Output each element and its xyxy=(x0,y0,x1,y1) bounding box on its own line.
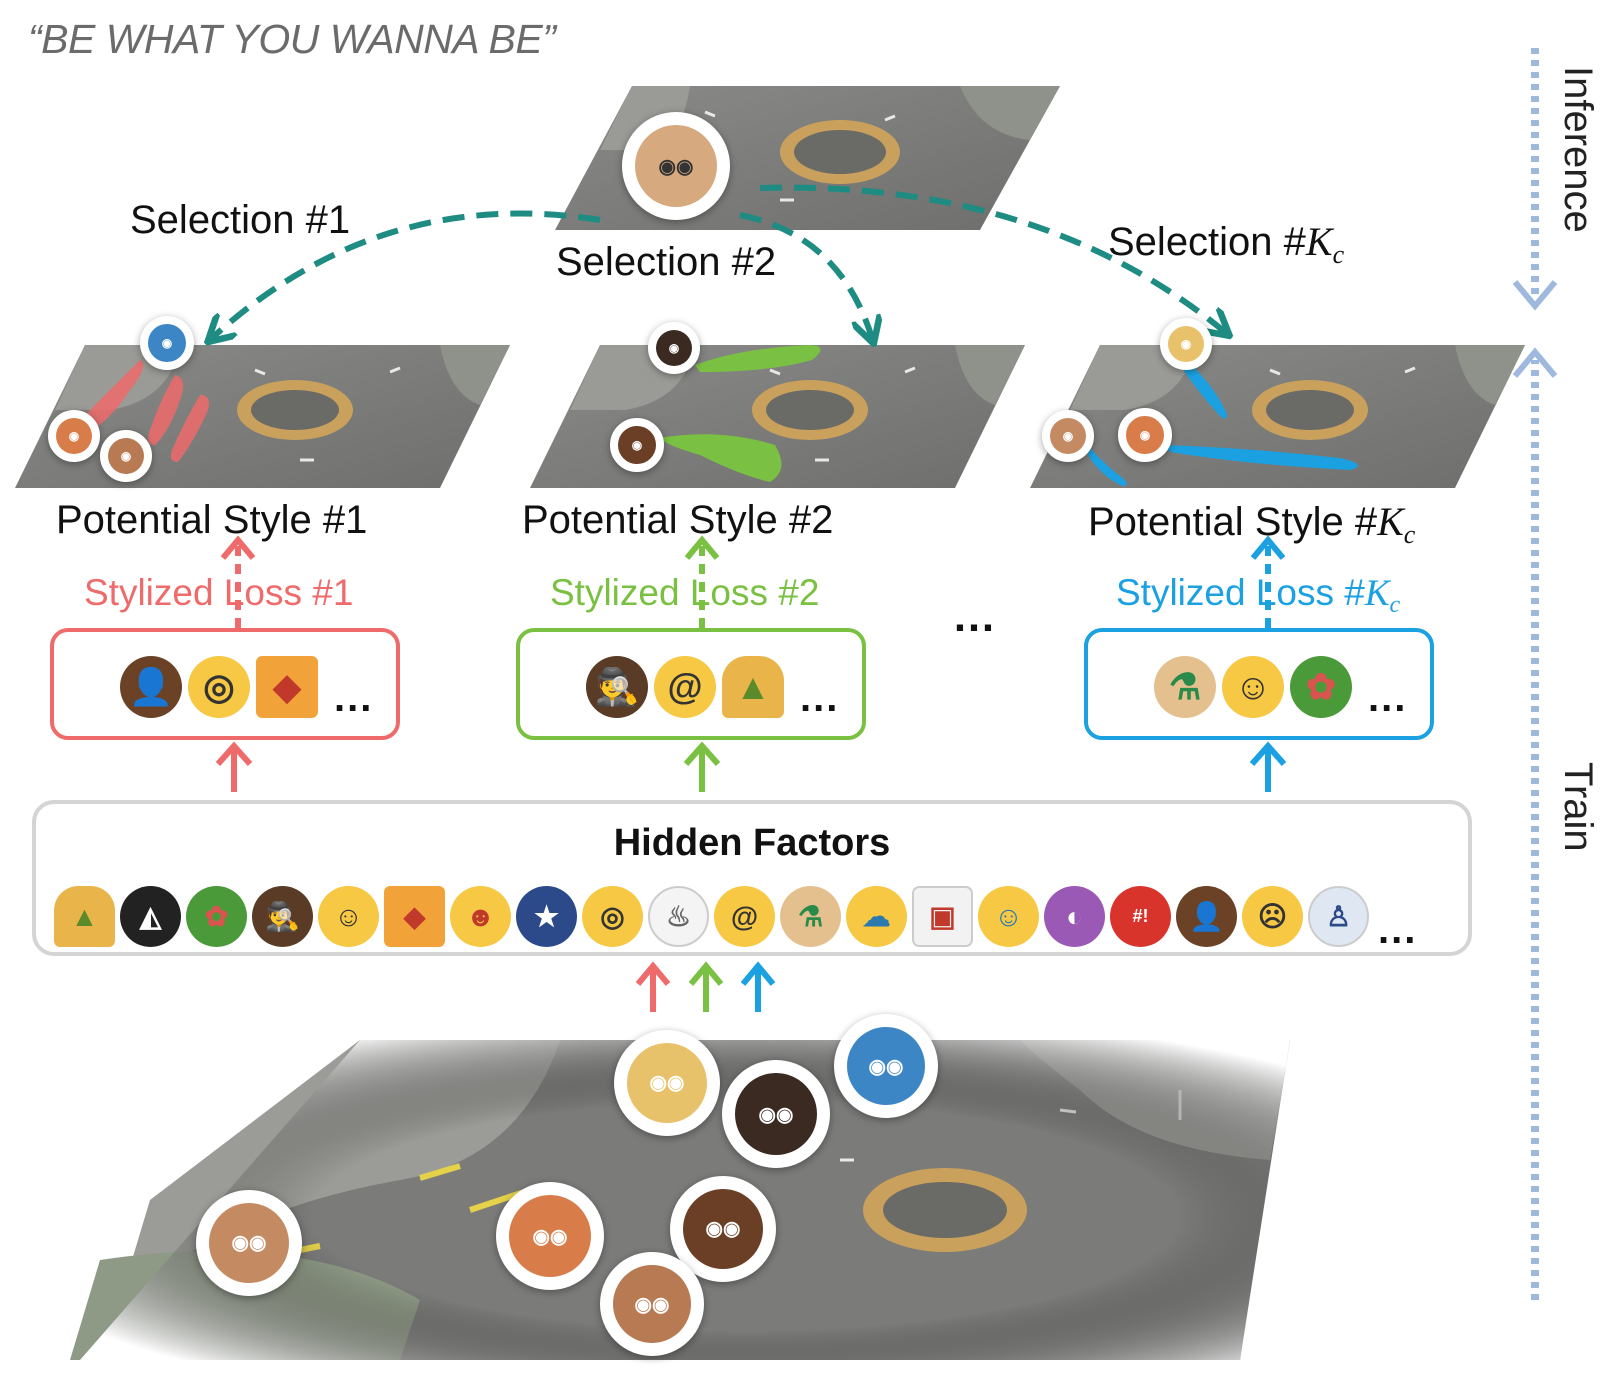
train-label: Train xyxy=(1556,762,1600,852)
sleepy-face-icon: ☁ xyxy=(846,886,907,947)
selection-arrow-1 xyxy=(212,210,601,338)
nerd-face-icon: ◎ xyxy=(582,886,643,947)
blue-hat-avatar-icon: ◉ xyxy=(140,316,194,370)
selection-2-label: Selection #2 xyxy=(556,240,777,284)
tagline: “BE WHAT YOU WANNA BE” xyxy=(28,16,556,62)
blonde-avatar-icon: ◉◉ xyxy=(614,1030,720,1136)
trajectories-red xyxy=(84,360,209,462)
red-hair-avatar-icon: ◉◉ xyxy=(496,1182,604,1290)
stylized-loss-1-label: Stylized Loss #1 xyxy=(84,572,354,613)
hidden-factors-title: Hidden Factors xyxy=(613,822,891,864)
bun-woman-avatar-icon: ◉ xyxy=(1042,410,1094,462)
bald-man-avatar-icon: ◉◉ xyxy=(670,1176,776,1282)
hijab-woman-icon: ◐ xyxy=(1044,886,1105,947)
office-worker-icon: ♙ xyxy=(1308,886,1369,947)
style-box-red-ellipsis: ... xyxy=(334,676,374,720)
pizza-icon: ◆ xyxy=(384,886,445,947)
loss-arrow-green xyxy=(684,535,720,628)
dizzy-face-icon: @ xyxy=(714,886,775,947)
cursing-face-icon: #! xyxy=(1110,886,1171,947)
bun-woman-avatar-icon: ◉◉ xyxy=(196,1190,302,1296)
dreadlocks-avatar-icon: ◉ xyxy=(648,322,700,374)
potential-style-k-label: Potential Style #Kc xyxy=(1088,499,1416,549)
zany-face-icon: ☻ xyxy=(450,886,511,947)
scientist-icon: ⚗ xyxy=(1154,655,1216,718)
salad-icon: ✿ xyxy=(186,886,247,947)
dreadlocks-avatar-icon: ◉◉ xyxy=(722,1060,830,1168)
police-officer-icon: ★ xyxy=(516,886,577,947)
technologist-icon: 👤 xyxy=(1176,886,1237,947)
drooling-face-icon: ☺ xyxy=(978,886,1039,947)
factor-arrow-blue xyxy=(1249,741,1287,792)
cook-icon: ♨ xyxy=(648,886,709,947)
factor-arrow-green xyxy=(683,741,721,792)
trajectories-green xyxy=(660,345,821,482)
graduate-icon: ◭ xyxy=(120,886,181,947)
loss-arrow-blue xyxy=(1250,535,1286,628)
boy-avatar-icon: ◉ xyxy=(100,430,152,482)
selection-k-label: Selection #Kc xyxy=(1108,219,1345,269)
inference-label: Inference xyxy=(1556,66,1600,233)
inference-arrow xyxy=(1512,48,1558,311)
hidden-factors-row: ▲ ◭ ✿ 🕵 ☺ ◆ ☻ ★ ◎ ♨ @ ⚗ ☁ ▣ ☺ ◐ #! 👤 ☹ ♙… xyxy=(54,880,1417,953)
nerd-face-icon: ◎ xyxy=(188,655,250,718)
train-arrow xyxy=(1512,347,1558,1300)
mohawk-avatar-icon: ◉◉ xyxy=(622,112,730,220)
smiling-face-icon: ☺ xyxy=(318,886,379,947)
potential-style-1-label: Potential Style #1 xyxy=(56,498,368,542)
dizzy-face-icon: @ xyxy=(654,655,716,718)
stylized-loss-k-label: Stylized Loss #Kc xyxy=(1116,572,1401,618)
style-box-green-ellipsis: ... xyxy=(800,676,840,720)
taco-icon: ▲ xyxy=(54,886,115,947)
technologist-icon: 👤 xyxy=(120,655,182,718)
trajectories-blue xyxy=(1088,360,1358,486)
between-styles-ellipsis: … xyxy=(952,592,998,641)
stylized-loss-2-label: Stylized Loss #2 xyxy=(550,572,820,613)
selection-arrow-3 xyxy=(759,184,1225,332)
bald-man-avatar-icon: ◉ xyxy=(610,418,664,472)
pizza-icon: ◆ xyxy=(256,655,318,718)
hidden-factors-box: Hidden Factors ▲ ◭ ✿ 🕵 ☺ ◆ ☻ ★ ◎ ♨ @ ⚗ ☁… xyxy=(32,800,1472,956)
red-hair-avatar-icon: ◉ xyxy=(48,410,100,462)
style-box-red: 👤 ◎ ◆ ... xyxy=(50,628,400,740)
salad-icon: ✿ xyxy=(1290,655,1352,718)
detective-icon: 🕵 xyxy=(252,886,313,947)
scientist-icon: ⚗ xyxy=(780,886,841,947)
taco-icon: ▲ xyxy=(722,655,784,718)
hidden-factors-ellipsis: ... xyxy=(1378,908,1418,952)
red-hair-avatar-icon: ◉ xyxy=(1118,408,1172,462)
loss-arrow-red xyxy=(220,535,256,628)
factor-arrow-red xyxy=(215,741,253,792)
smiling-face-icon: ☺ xyxy=(1222,655,1284,718)
style-box-blue-ellipsis: ... xyxy=(1368,676,1408,720)
takeout-box-icon: ▣ xyxy=(912,886,973,947)
style-box-blue: ⚗ ☺ ✿ ... xyxy=(1084,628,1434,740)
selection-1-label: Selection #1 xyxy=(130,198,351,242)
potential-style-2-label: Potential Style #2 xyxy=(522,498,834,542)
blonde-avatar-icon: ◉ xyxy=(1160,318,1212,370)
blue-hat-avatar-icon: ◉◉ xyxy=(834,1014,938,1118)
input-arrows xyxy=(635,961,776,1012)
boy-avatar-icon: ◉◉ xyxy=(600,1252,704,1356)
style-box-green: 🕵 @ ▲ ... xyxy=(516,628,866,740)
detective-icon: 🕵 xyxy=(586,655,648,718)
worried-face-icon: ☹ xyxy=(1242,886,1303,947)
